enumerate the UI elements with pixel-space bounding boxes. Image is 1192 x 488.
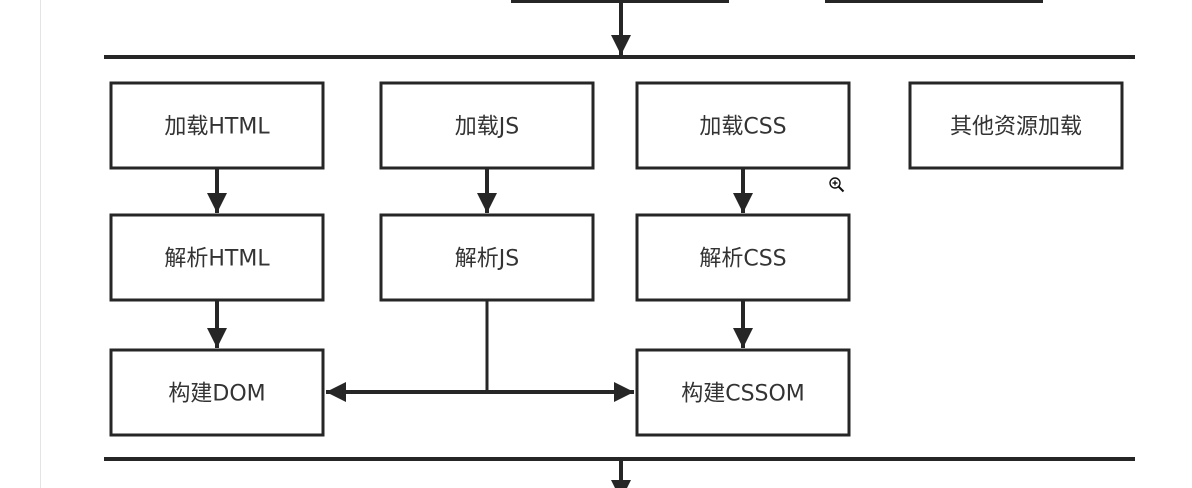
node-label: 加载JS [455,115,519,140]
node-label: 构建DOM [168,382,265,407]
node-load-css: 加载CSS [635,81,851,170]
node-label: 解析JS [455,247,519,272]
node-load-html: 加载HTML [109,81,325,170]
node-label: 解析CSS [699,247,786,272]
node-label: 加载HTML [164,115,270,140]
node-label: 解析HTML [164,247,270,272]
upstream-node-right [825,0,1043,3]
zoom-in-icon [829,177,845,193]
node-build-dom: 构建DOM [109,348,325,437]
node-label: 加载CSS [699,115,786,140]
page-left-border [40,0,41,488]
node-parse-js: 解析JS [379,213,595,302]
node-label: 构建CSSOM [681,382,805,407]
node-parse-html: 解析HTML [109,213,325,302]
node-build-cssom: 构建CSSOM [635,348,851,437]
upstream-node-left [511,0,729,3]
node-load-js: 加载JS [379,81,595,170]
node-load-other: 其他资源加载 [908,81,1124,170]
node-parse-css: 解析CSS [635,213,851,302]
node-label: 其他资源加载 [950,115,1082,140]
